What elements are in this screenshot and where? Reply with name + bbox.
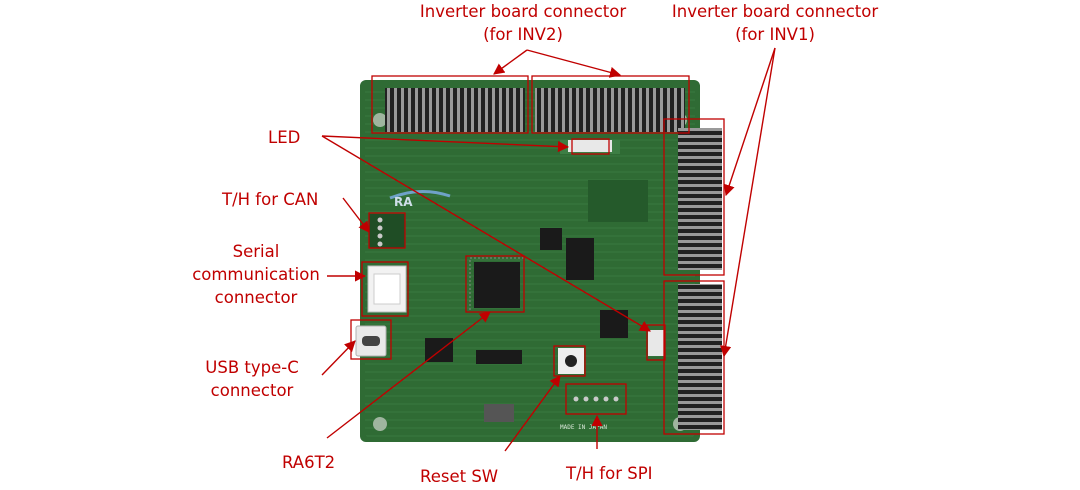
label-spi: T/H for SPI — [566, 464, 653, 483]
box-led-top — [571, 138, 610, 155]
silk-logo: RA — [394, 195, 413, 209]
box-reset — [553, 345, 586, 377]
arrow-inv1-a — [723, 47, 776, 197]
box-inv2 — [371, 75, 529, 134]
box-usb — [350, 319, 392, 360]
inv1-right-header-lower — [678, 284, 722, 430]
label-reset: Reset SW — [420, 467, 499, 486]
arrow-led-b — [321, 135, 651, 332]
inv2-header — [385, 88, 525, 132]
label-serial: Serial communication connector — [192, 242, 320, 307]
inv1-right-header-upper — [678, 128, 722, 270]
box-inv1-right-lower — [663, 280, 725, 435]
label-inv1: Inverter board connector (for INV1) — [671, 2, 879, 44]
made-in-silk: MADE IN JAPAN — [560, 424, 607, 431]
label-usb: USB type-C connector — [205, 358, 299, 400]
label-ra6t2: RA6T2 — [282, 453, 336, 472]
box-inv1-right-upper — [663, 118, 725, 276]
arrow-inv2-b — [526, 49, 622, 78]
box-ra6t2 — [465, 255, 525, 313]
arrow-reset — [504, 375, 561, 452]
ra6t2-chip — [474, 262, 520, 308]
box-spi — [565, 383, 627, 415]
label-led: LED — [268, 128, 301, 147]
arrow-can — [342, 197, 370, 233]
label-can: T/H for CAN — [222, 190, 319, 209]
label-inv2: Inverter board connector (for INV2) — [419, 2, 627, 44]
arrow-inv1-b — [720, 47, 776, 358]
arrow-ra6t2 — [326, 311, 491, 439]
inv1-top-header — [535, 88, 685, 132]
box-serial — [361, 261, 409, 317]
arrow-led-a — [321, 135, 570, 153]
arrow-usb — [321, 340, 356, 376]
box-led-right — [646, 324, 666, 361]
arrow-inv2 — [493, 49, 528, 75]
